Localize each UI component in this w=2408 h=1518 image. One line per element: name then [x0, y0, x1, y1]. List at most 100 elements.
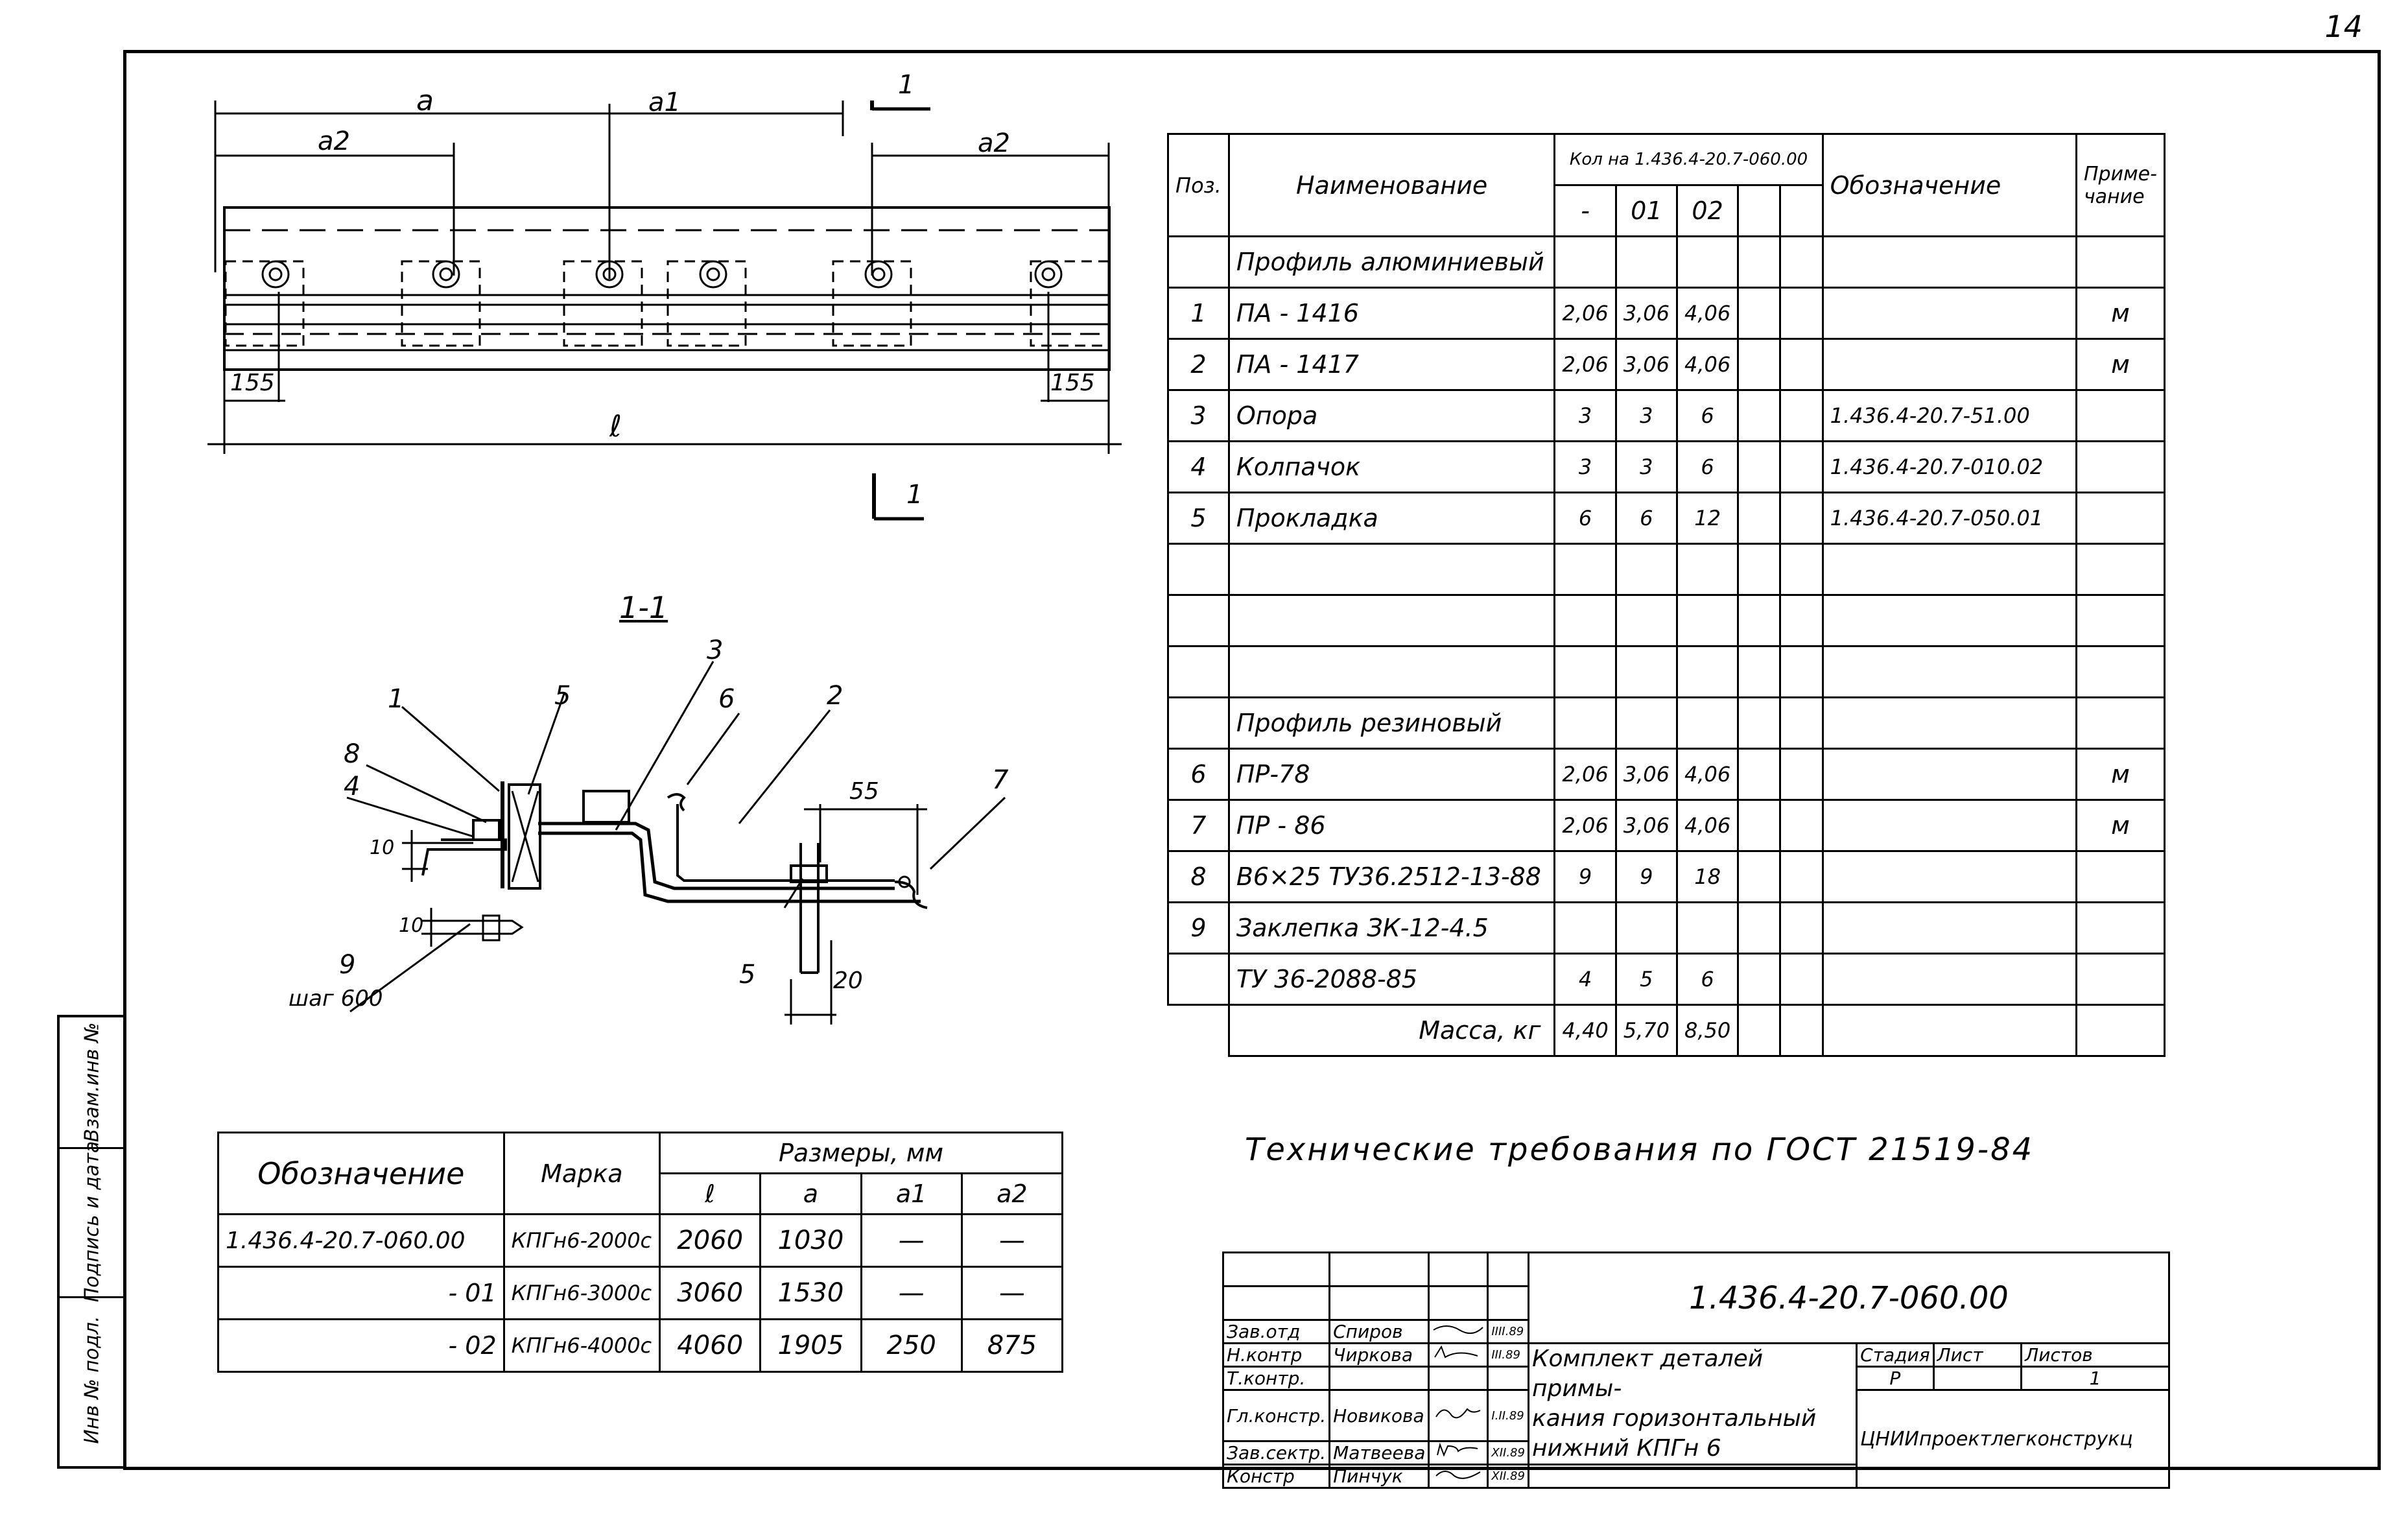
spec-row-pos: 9 — [1167, 901, 1230, 955]
spec-row-note: м — [2075, 338, 2166, 391]
spec-row-qty — [1553, 901, 1617, 955]
tb-blank — [1222, 1251, 1331, 1287]
spec-row-qty: 2,06 — [1553, 748, 1617, 801]
sizes-head-col: a1 — [860, 1172, 963, 1215]
side-stamp-cell: Взам.инв № — [60, 1017, 124, 1149]
spec-row-qty-extra — [1779, 901, 1824, 955]
sizes-head-col: a — [759, 1172, 862, 1215]
spec-row-qty-extra — [1779, 389, 1824, 442]
sizes-row-mark: КПГн6-4000с — [502, 1318, 661, 1373]
dim-a1-label: a1 — [648, 88, 681, 117]
tb-blank — [1328, 1251, 1430, 1287]
spec-head-qty-col — [1737, 184, 1782, 237]
sizes-row-value: 1030 — [759, 1213, 862, 1268]
edge-right-dim: 155 — [1050, 370, 1095, 396]
spec-head-name: Наименование — [1227, 133, 1556, 237]
spec-row-designation — [1821, 543, 2077, 596]
tb-date — [1487, 1366, 1529, 1391]
spec-row-qty: 3,06 — [1614, 287, 1678, 340]
tb-signature — [1428, 1464, 1489, 1489]
dim-10-lower: 10 — [399, 914, 424, 937]
edge-left-dim: 155 — [230, 370, 275, 396]
spec-mass-value: 8,50 — [1675, 1004, 1740, 1057]
spec-row-qty: 4,06 — [1675, 338, 1740, 391]
spec-row-qty: 9 — [1553, 850, 1617, 903]
spec-head-qty-col: 02 — [1675, 184, 1740, 237]
spec-row-name — [1227, 543, 1556, 596]
side-stamp-strip: Взам.инв № Подпись и дата Инв № подл. — [57, 1015, 124, 1469]
callout-7: 7 — [992, 765, 1009, 795]
spec-row-designation — [1821, 799, 2077, 852]
sizes-row-mark: КПГн6-3000с — [502, 1266, 661, 1320]
sizes-row-designation: 1.436.4-20.7-060.00 — [217, 1213, 505, 1268]
spec-row-designation — [1821, 696, 2077, 750]
callout-1: 1 — [388, 684, 405, 714]
tb-sheet-label: Лист — [1932, 1342, 2023, 1368]
spec-row-note — [2075, 594, 2166, 647]
sizes-head-mark: Марка — [502, 1132, 661, 1215]
sizes-head-designation: Обозначение — [217, 1132, 505, 1215]
spec-mass-cell — [1821, 1004, 2077, 1057]
spec-row-qty-extra — [1737, 799, 1782, 852]
tb-date: III.89 — [1487, 1342, 1529, 1368]
spec-row-name: Опора — [1227, 389, 1556, 442]
spec-row-designation — [1821, 850, 2077, 903]
spec-row-pos: 7 — [1167, 799, 1230, 852]
tb-signature — [1428, 1366, 1489, 1391]
tb-stage-label: Стадия — [1856, 1342, 1935, 1368]
spec-row-qty — [1553, 594, 1617, 647]
title-block: 1.436.4-20.7-060.00 Зав.отд Спиров IIII.… — [1222, 1251, 2171, 1489]
sizes-row-value: 1530 — [759, 1266, 862, 1320]
spec-row-qty: 5 — [1614, 953, 1678, 1006]
tb-sheets-label: Листов — [2020, 1342, 2170, 1368]
dim-10-upper: 10 — [370, 836, 395, 859]
spec-row-pos: 4 — [1167, 440, 1230, 493]
spec-row-qty — [1614, 594, 1678, 647]
tb-org: ЦНИИпроектлегконструкц — [1856, 1389, 2170, 1489]
spec-row-pos — [1167, 696, 1230, 750]
spec-row-name: ПР - 86 — [1227, 799, 1556, 852]
spec-row-qty-extra — [1737, 594, 1782, 647]
spec-row-pos — [1167, 645, 1230, 698]
tb-role: Н.контр — [1222, 1342, 1331, 1368]
spec-row-qty-extra — [1779, 235, 1824, 289]
spec-row-note: м — [2075, 799, 2166, 852]
tb-date: I.II.89 — [1487, 1389, 1529, 1442]
tb-signature — [1428, 1389, 1489, 1442]
spec-row-qty-extra — [1779, 492, 1824, 545]
spec-table: Поз. Наименование Кол на 1.436.4-20.7-06… — [1167, 133, 2166, 1057]
tb-date: IIII.89 — [1487, 1319, 1529, 1344]
tb-signature — [1428, 1319, 1489, 1344]
tb-signature — [1428, 1342, 1489, 1368]
spec-row-name: Прокладка — [1227, 492, 1556, 545]
spec-row-qty: 6 — [1675, 389, 1740, 442]
spec-row-qty: 3 — [1614, 440, 1678, 493]
spec-row-qty: 2,06 — [1553, 799, 1617, 852]
spec-row-qty-extra — [1737, 389, 1782, 442]
spec-row-qty — [1553, 645, 1617, 698]
spec-row-qty: 2,06 — [1553, 338, 1617, 391]
spec-row-name: Колпачок — [1227, 440, 1556, 493]
spec-row: Профиль алюминиевый — [1167, 235, 2166, 289]
callout-3: 3 — [707, 635, 724, 665]
spec-row-qty — [1675, 901, 1740, 955]
spec-mass-cell — [1779, 1004, 1824, 1057]
spec-row-qty — [1675, 594, 1740, 647]
spec-row-qty: 4 — [1553, 953, 1617, 1006]
side-stamp-text: Инв № подл. — [80, 1316, 104, 1444]
spec-row-name: Заклепка ЗК-12-4.5 — [1227, 901, 1556, 955]
spec-row-note — [2075, 440, 2166, 493]
spec-row-qty-extra — [1779, 338, 1824, 391]
spec-row-qty-extra — [1779, 543, 1824, 596]
callout-5: 5 — [554, 681, 571, 711]
spec-row-qty-extra — [1737, 953, 1782, 1006]
spec-row-qty-extra — [1779, 850, 1824, 903]
